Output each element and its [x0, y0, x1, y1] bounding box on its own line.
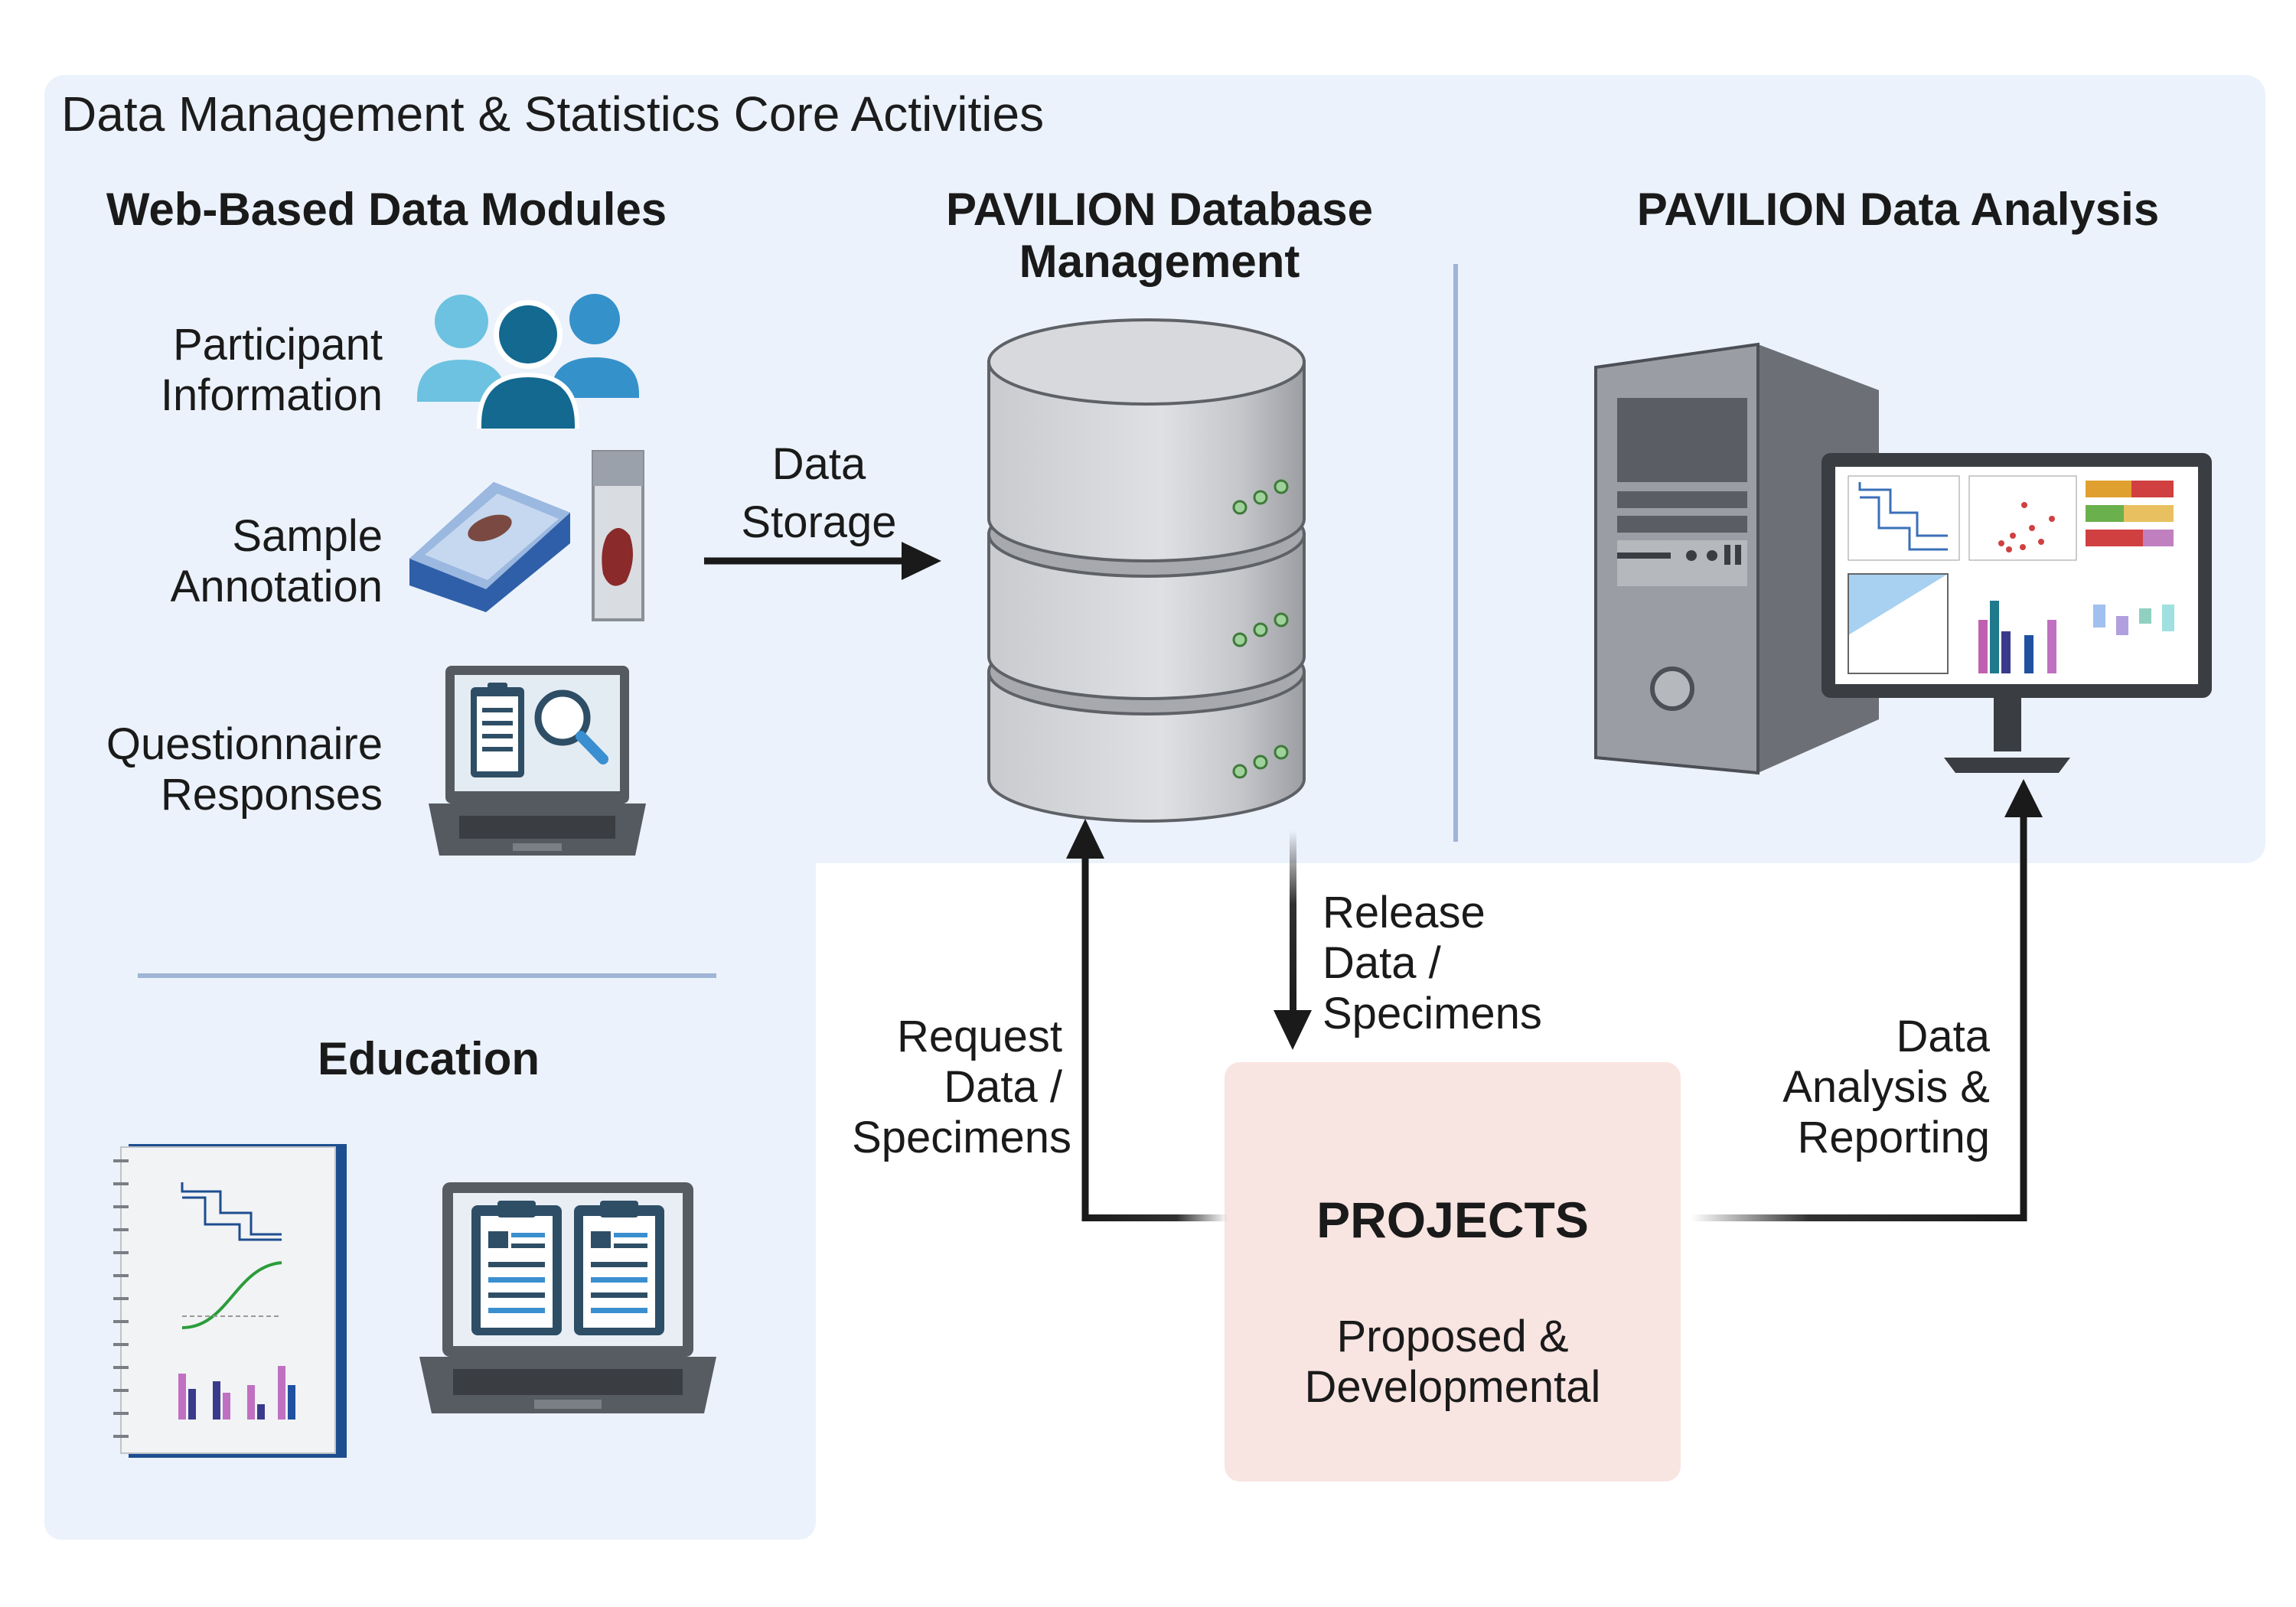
request-label-1: Request	[896, 1012, 1062, 1061]
questionnaire-label-1: Questionnaire	[106, 719, 383, 769]
release-arrowhead	[1274, 1010, 1312, 1050]
participant-label-2: Information	[160, 370, 383, 420]
projects-subtitle-1: Proposed &	[1336, 1312, 1569, 1361]
web-modules-heading: Web-Based Data Modules	[106, 184, 667, 235]
data-storage-arrowhead	[902, 542, 941, 580]
data-storage-label-1: Data	[771, 439, 866, 489]
database-icon	[987, 318, 1306, 823]
laptop-clipboards-icon	[419, 1182, 716, 1413]
projects-box: PROJECTS Proposed & Developmental	[1225, 1062, 1681, 1482]
projects-title: PROJECTS	[1316, 1191, 1589, 1248]
participant-label-1: Participant	[172, 320, 383, 370]
projects-subtitle-2: Developmental	[1304, 1362, 1601, 1412]
request-arrow-horizontal	[1082, 1214, 1228, 1221]
diagram-title: Data Management & Statistics Core Activi…	[61, 86, 1045, 142]
sample-label-1: Sample	[232, 511, 383, 561]
laptop-clipboard-search-icon	[429, 666, 646, 856]
database-heading-line1: PAVILION Database	[946, 184, 1373, 235]
analysis-heading: PAVILION Data Analysis	[1636, 184, 2160, 235]
analysis-reporting-label-3: Reporting	[1797, 1113, 1990, 1162]
people-icon	[417, 294, 639, 429]
education-heading: Education	[317, 1033, 540, 1084]
sample-label-2: Annotation	[170, 562, 383, 611]
analysis-arrow-horizontal	[1691, 1214, 2027, 1221]
analysis-reporting-label-1: Data	[1896, 1012, 1990, 1061]
request-label-2: Data /	[944, 1062, 1062, 1112]
sample-slide-and-tube-icon	[409, 450, 644, 621]
desktop-computer-icon	[1594, 342, 2212, 775]
release-arrow-line	[1290, 830, 1296, 1014]
database-heading-line2: Management	[1019, 236, 1300, 287]
questionnaire-label-2: Responses	[160, 770, 383, 820]
request-label-3: Specimens	[852, 1113, 1071, 1162]
request-arrowhead	[1066, 819, 1104, 859]
release-label-1: Release	[1322, 888, 1486, 937]
data-storage-label-2: Storage	[741, 497, 897, 547]
analysis-reporting-label-2: Analysis &	[1782, 1062, 1990, 1112]
analysis-arrowhead	[2004, 779, 2043, 817]
release-label-3: Specimens	[1322, 989, 1542, 1038]
notebook-charts-icon	[113, 1144, 347, 1458]
release-label-2: Data /	[1322, 938, 1441, 988]
